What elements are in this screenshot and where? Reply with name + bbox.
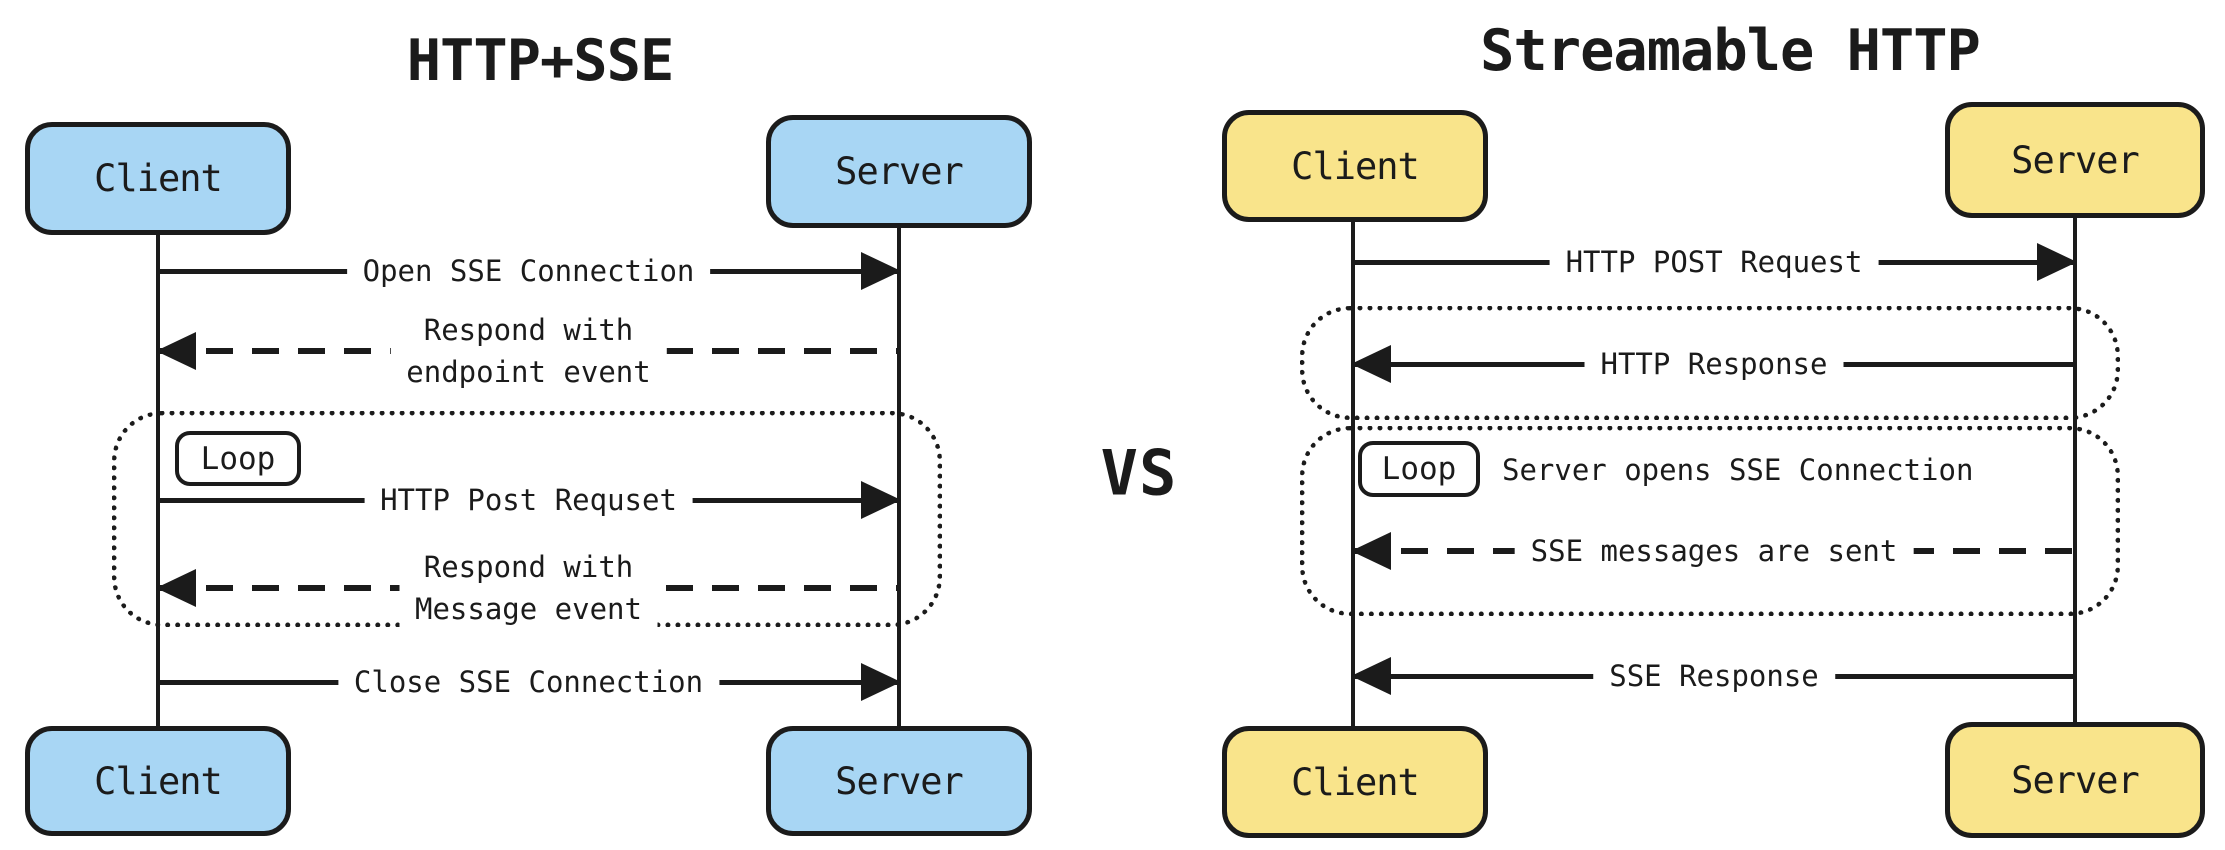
right-bottom-server-label: Server [2011,758,2140,802]
left-top-server-box: Server [766,115,1032,228]
right-loop-badge: Loop [1358,441,1480,497]
right-message-sse-response-label: SSE Response [1593,652,1835,700]
label-line2: endpoint event [406,355,651,389]
label-line1: Respond with [423,549,634,584]
arrowhead-left-icon [1351,657,1391,695]
arrowhead-right-icon [2037,243,2077,281]
right-dotted-group-loop [1300,426,2120,616]
left-message-http-post-label: HTTP Post Requset [364,476,693,524]
right-message-sse-messages-label: SSE messages are sent [1514,527,1914,575]
right-message-http-post-label: HTTP POST Request [1549,238,1879,286]
right-top-server-label: Server [2011,138,2140,182]
left-loop-badge-label: Loop [200,440,276,477]
right-dotted-group-response [1300,306,2120,420]
left-message-open-sse-label: Open SSE Connection [346,247,711,295]
arrowhead-left-icon [156,569,196,607]
arrowhead-left-icon [156,332,196,370]
right-top-server-box: Server [1945,102,2205,218]
vs-divider-label: VS [1100,436,1178,510]
right-message-http-response-label: HTTP Response [1584,340,1844,388]
left-bottom-client-box: Client [25,726,291,836]
right-bottom-client-label: Client [1291,760,1420,804]
left-bottom-client-label: Client [94,759,223,803]
left-top-server-label: Server [835,150,964,193]
arrowhead-right-icon [861,663,901,701]
left-message-respond-endpoint-label: Respond with endpoint event [390,306,667,396]
left-client-lifeline [156,233,160,728]
arrowhead-left-icon [1351,532,1391,570]
right-diagram-title: Streamable HTTP [1480,18,1981,84]
left-bottom-server-label: Server [835,759,964,803]
right-top-client-box: Client [1222,110,1488,222]
right-bottom-server-box: Server [1945,722,2205,838]
left-message-close-sse-label: Close SSE Connection [337,658,720,706]
label-line1: Respond with [423,312,634,347]
right-loop-badge-label: Loop [1381,451,1457,487]
right-bottom-client-box: Client [1222,726,1488,838]
arrowhead-right-icon [861,252,901,290]
right-top-client-label: Client [1291,144,1420,188]
left-top-client-label: Client [94,157,223,200]
arrowhead-left-icon [1351,345,1391,383]
label-line2: Message event [415,592,642,626]
arrowhead-right-icon [861,481,901,519]
left-top-client-box: Client [25,122,291,235]
left-loop-badge: Loop [175,431,301,486]
left-server-lifeline [897,226,901,728]
right-loop-note: Server opens SSE Connection [1502,453,1974,487]
left-diagram-title: HTTP+SSE [406,28,675,94]
left-bottom-server-box: Server [766,726,1032,836]
right-client-lifeline [1351,220,1355,728]
